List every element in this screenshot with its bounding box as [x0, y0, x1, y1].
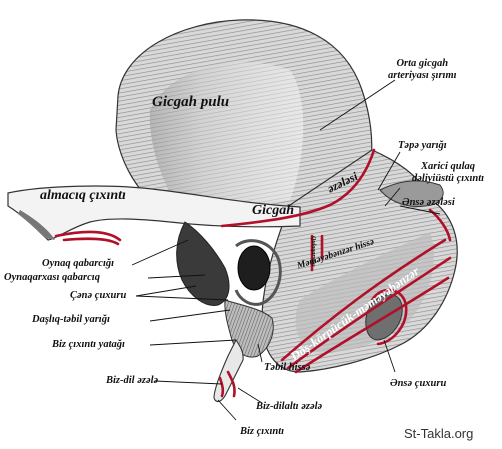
styloglossus-line [218, 376, 225, 398]
label-mandibular-fossa: Çənə çuxuru [70, 290, 127, 301]
leader-petrotympanic [149, 309, 231, 322]
scm-line-3 [294, 276, 450, 374]
leader-mandibular-fossa-1 [135, 285, 197, 297]
leader-suprameatal [384, 187, 401, 207]
label-petrotympanic-fissure: Daşlıq-təbil yarığı [32, 314, 110, 325]
leader-middle-temporal [319, 79, 396, 131]
leader-styloid [217, 399, 237, 421]
masseter-line-1 [54, 230, 122, 242]
label-styloglossus: Biz-dil əzələ [106, 375, 159, 386]
leader-occipital-groove [383, 339, 396, 373]
leader-styloid-sheath [149, 339, 237, 346]
label-parietal-notch: Təpə yarığı [398, 140, 447, 151]
label-styloid-process: Biz çıxıntı [240, 426, 285, 437]
mandibular-fossa-shape [176, 221, 230, 306]
styloid-process-shape [213, 338, 244, 403]
label-occipital-muscle: Ənsə əzələsi [402, 197, 455, 208]
label-styloid-sheath: Biz çıxıntı yatağı [52, 339, 125, 350]
label-occipital-groove: Ənsə çuxuru [390, 378, 447, 389]
temporal-muscle-line [220, 148, 376, 228]
mastoid-loop [370, 288, 408, 346]
masseter-line-2 [62, 237, 120, 246]
zygomatic-tip-shade [18, 210, 55, 240]
label-temporal-muscle-1: Gicgah [252, 203, 294, 218]
external-meatus-shape [237, 245, 271, 291]
label-postglenoid-tubercle: Oynaqarxası qabarcıq [4, 272, 100, 283]
leader-lines [131, 79, 441, 421]
label-middle-temporal-groove: Orta gicgah arteriyası şırımı [388, 58, 457, 82]
leader-parietal-notch [377, 151, 401, 191]
meatus-rim [234, 239, 282, 306]
label-suprameatal-spine: Xarici qulaq dəliyiüstü çıxıntı [412, 161, 485, 185]
petrous-tip [379, 180, 444, 207]
muscle-lines [54, 148, 452, 398]
label-squama: Gicgah pulu [152, 94, 230, 110]
squama-highlight [149, 62, 304, 211]
leader-mandibular-fossa-2 [135, 295, 229, 301]
stylohyoid-line [226, 370, 236, 398]
label-tympanic-part: Təbil hissə [264, 362, 311, 373]
label-articular-tubercle: Oynaq qabarcığı [42, 258, 115, 269]
label-stylohyoid: Biz-dilaltı əzələ [256, 401, 323, 412]
zygomatic-process-shape [7, 185, 301, 241]
leader-articular-tubercle [131, 239, 189, 266]
leader-occipital-muscle [399, 205, 441, 215]
leader-stylohyoid [237, 387, 263, 404]
leader-styloglossus [154, 380, 223, 385]
scm-line-2 [286, 256, 452, 370]
watermark: St-Takla.org [404, 426, 474, 441]
scm-line-1 [280, 238, 447, 362]
label-zygomatic-process: almacıq çıxıntı [40, 188, 126, 203]
leader-tympanic [257, 343, 263, 363]
leader-postglenoid [147, 274, 206, 279]
label-small-vertical: Qulaqarxası [310, 236, 316, 267]
